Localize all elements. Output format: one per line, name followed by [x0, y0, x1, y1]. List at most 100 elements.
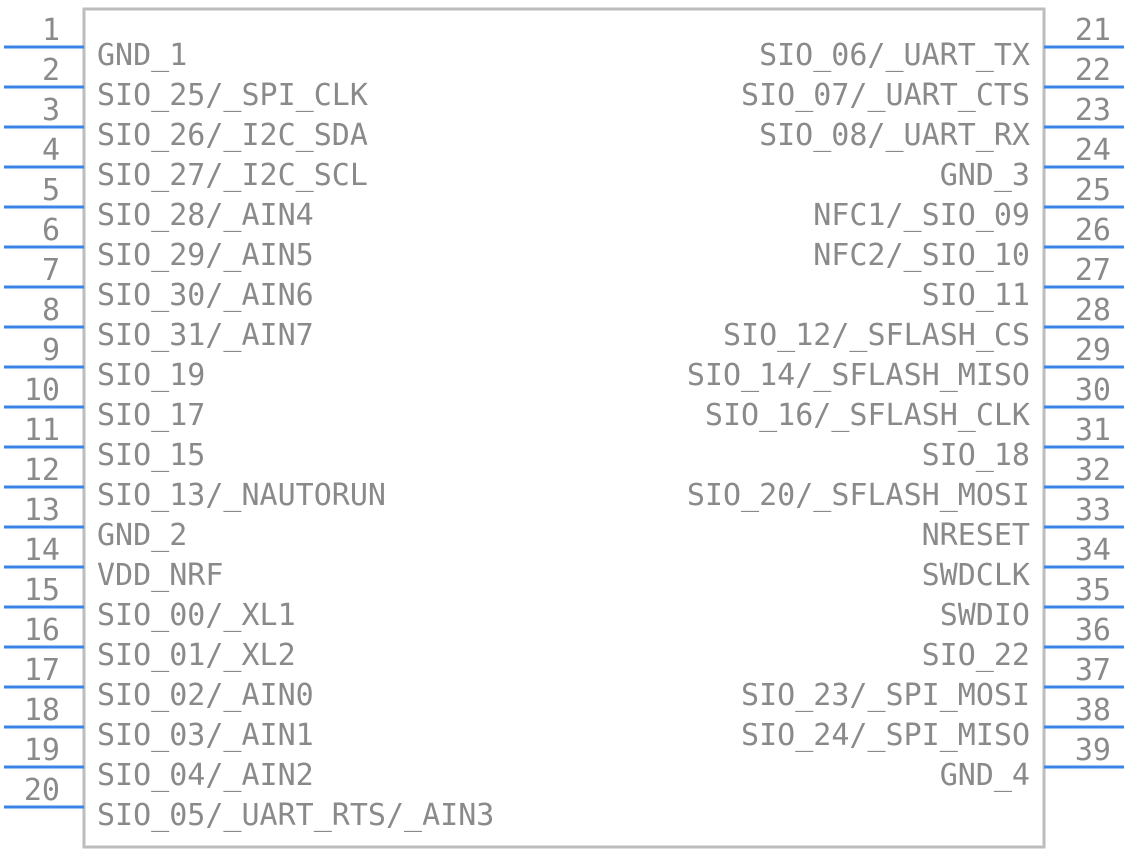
pin-label: SIO_24/_SPI_MISO	[741, 718, 1030, 753]
pin-number: 3	[42, 93, 60, 128]
pin-label: NRESET	[922, 518, 1030, 553]
pin-label: SIO_17	[97, 398, 205, 433]
pin-label: GND_3	[940, 158, 1030, 193]
pin-label: SIO_08/_UART_RX	[759, 118, 1030, 153]
pin-number: 15	[24, 573, 60, 608]
pin-number: 9	[42, 333, 60, 368]
pin-number: 37	[1075, 653, 1111, 688]
pin-number: 32	[1075, 453, 1111, 488]
pin-number: 22	[1075, 53, 1111, 88]
pin-label: NFC2/_SIO_10	[813, 238, 1030, 273]
pin-number: 21	[1075, 13, 1111, 48]
pin-label: SIO_01/_XL2	[97, 638, 296, 673]
pin-label: SIO_13/_NAUTORUN	[97, 478, 386, 513]
pin-label: GND_1	[97, 38, 187, 73]
pin-number: 17	[24, 653, 60, 688]
pin-label: SIO_31/_AIN7	[97, 318, 314, 353]
pin-number: 4	[42, 133, 60, 168]
component-body	[82, 7, 1046, 849]
pin-number: 30	[1075, 373, 1111, 408]
pin-label: SWDIO	[940, 598, 1030, 633]
pin-label: SIO_16/_SFLASH_CLK	[705, 398, 1030, 433]
pin-label: SIO_04/_AIN2	[97, 758, 314, 793]
pin-label: SIO_23/_SPI_MOSI	[741, 678, 1030, 713]
pin-number: 12	[24, 453, 60, 488]
pin-label: SIO_07/_UART_CTS	[741, 78, 1030, 113]
pin-label: SIO_20/_SFLASH_MOSI	[687, 478, 1030, 513]
pin-number: 8	[42, 293, 60, 328]
pin-number: 35	[1075, 573, 1111, 608]
pin-label: SIO_29/_AIN5	[97, 238, 314, 273]
pin-label: SIO_18	[922, 438, 1030, 473]
pin-number: 28	[1075, 293, 1111, 328]
pin-number: 23	[1075, 93, 1111, 128]
pin-number: 16	[24, 613, 60, 648]
pin-label: SIO_12/_SFLASH_CS	[723, 318, 1030, 353]
pin-label: SIO_11	[922, 278, 1030, 313]
pin-number: 10	[24, 373, 60, 408]
pin-number: 1	[42, 13, 60, 48]
pin-label: SIO_30/_AIN6	[97, 278, 314, 313]
pin-label: SIO_26/_I2C_SDA	[97, 118, 368, 153]
pin-label: SIO_02/_AIN0	[97, 678, 314, 713]
pin-number: 6	[42, 213, 60, 248]
pin-label: GND_2	[97, 518, 187, 553]
pin-number: 13	[24, 493, 60, 528]
pin-number: 24	[1075, 133, 1111, 168]
pin-number: 39	[1075, 733, 1111, 768]
pin-label: SIO_15	[97, 438, 205, 473]
pin-label: SIO_00/_XL1	[97, 598, 296, 633]
pin-number: 2	[42, 53, 60, 88]
pin-number: 34	[1075, 533, 1111, 568]
pin-number: 11	[24, 413, 60, 448]
pin-number: 29	[1075, 333, 1111, 368]
pin-label: SIO_19	[97, 358, 205, 393]
pin-number: 26	[1075, 213, 1111, 248]
pin-label: GND_4	[940, 758, 1030, 793]
pin-number: 36	[1075, 613, 1111, 648]
pin-label: SIO_03/_AIN1	[97, 718, 314, 753]
pin-number: 20	[24, 773, 60, 808]
pin-label: SIO_14/_SFLASH_MISO	[687, 358, 1030, 393]
pin-label: VDD_NRF	[97, 558, 223, 593]
pin-number: 38	[1075, 693, 1111, 728]
pin-number: 25	[1075, 173, 1111, 208]
pin-label: SIO_25/_SPI_CLK	[97, 78, 368, 113]
